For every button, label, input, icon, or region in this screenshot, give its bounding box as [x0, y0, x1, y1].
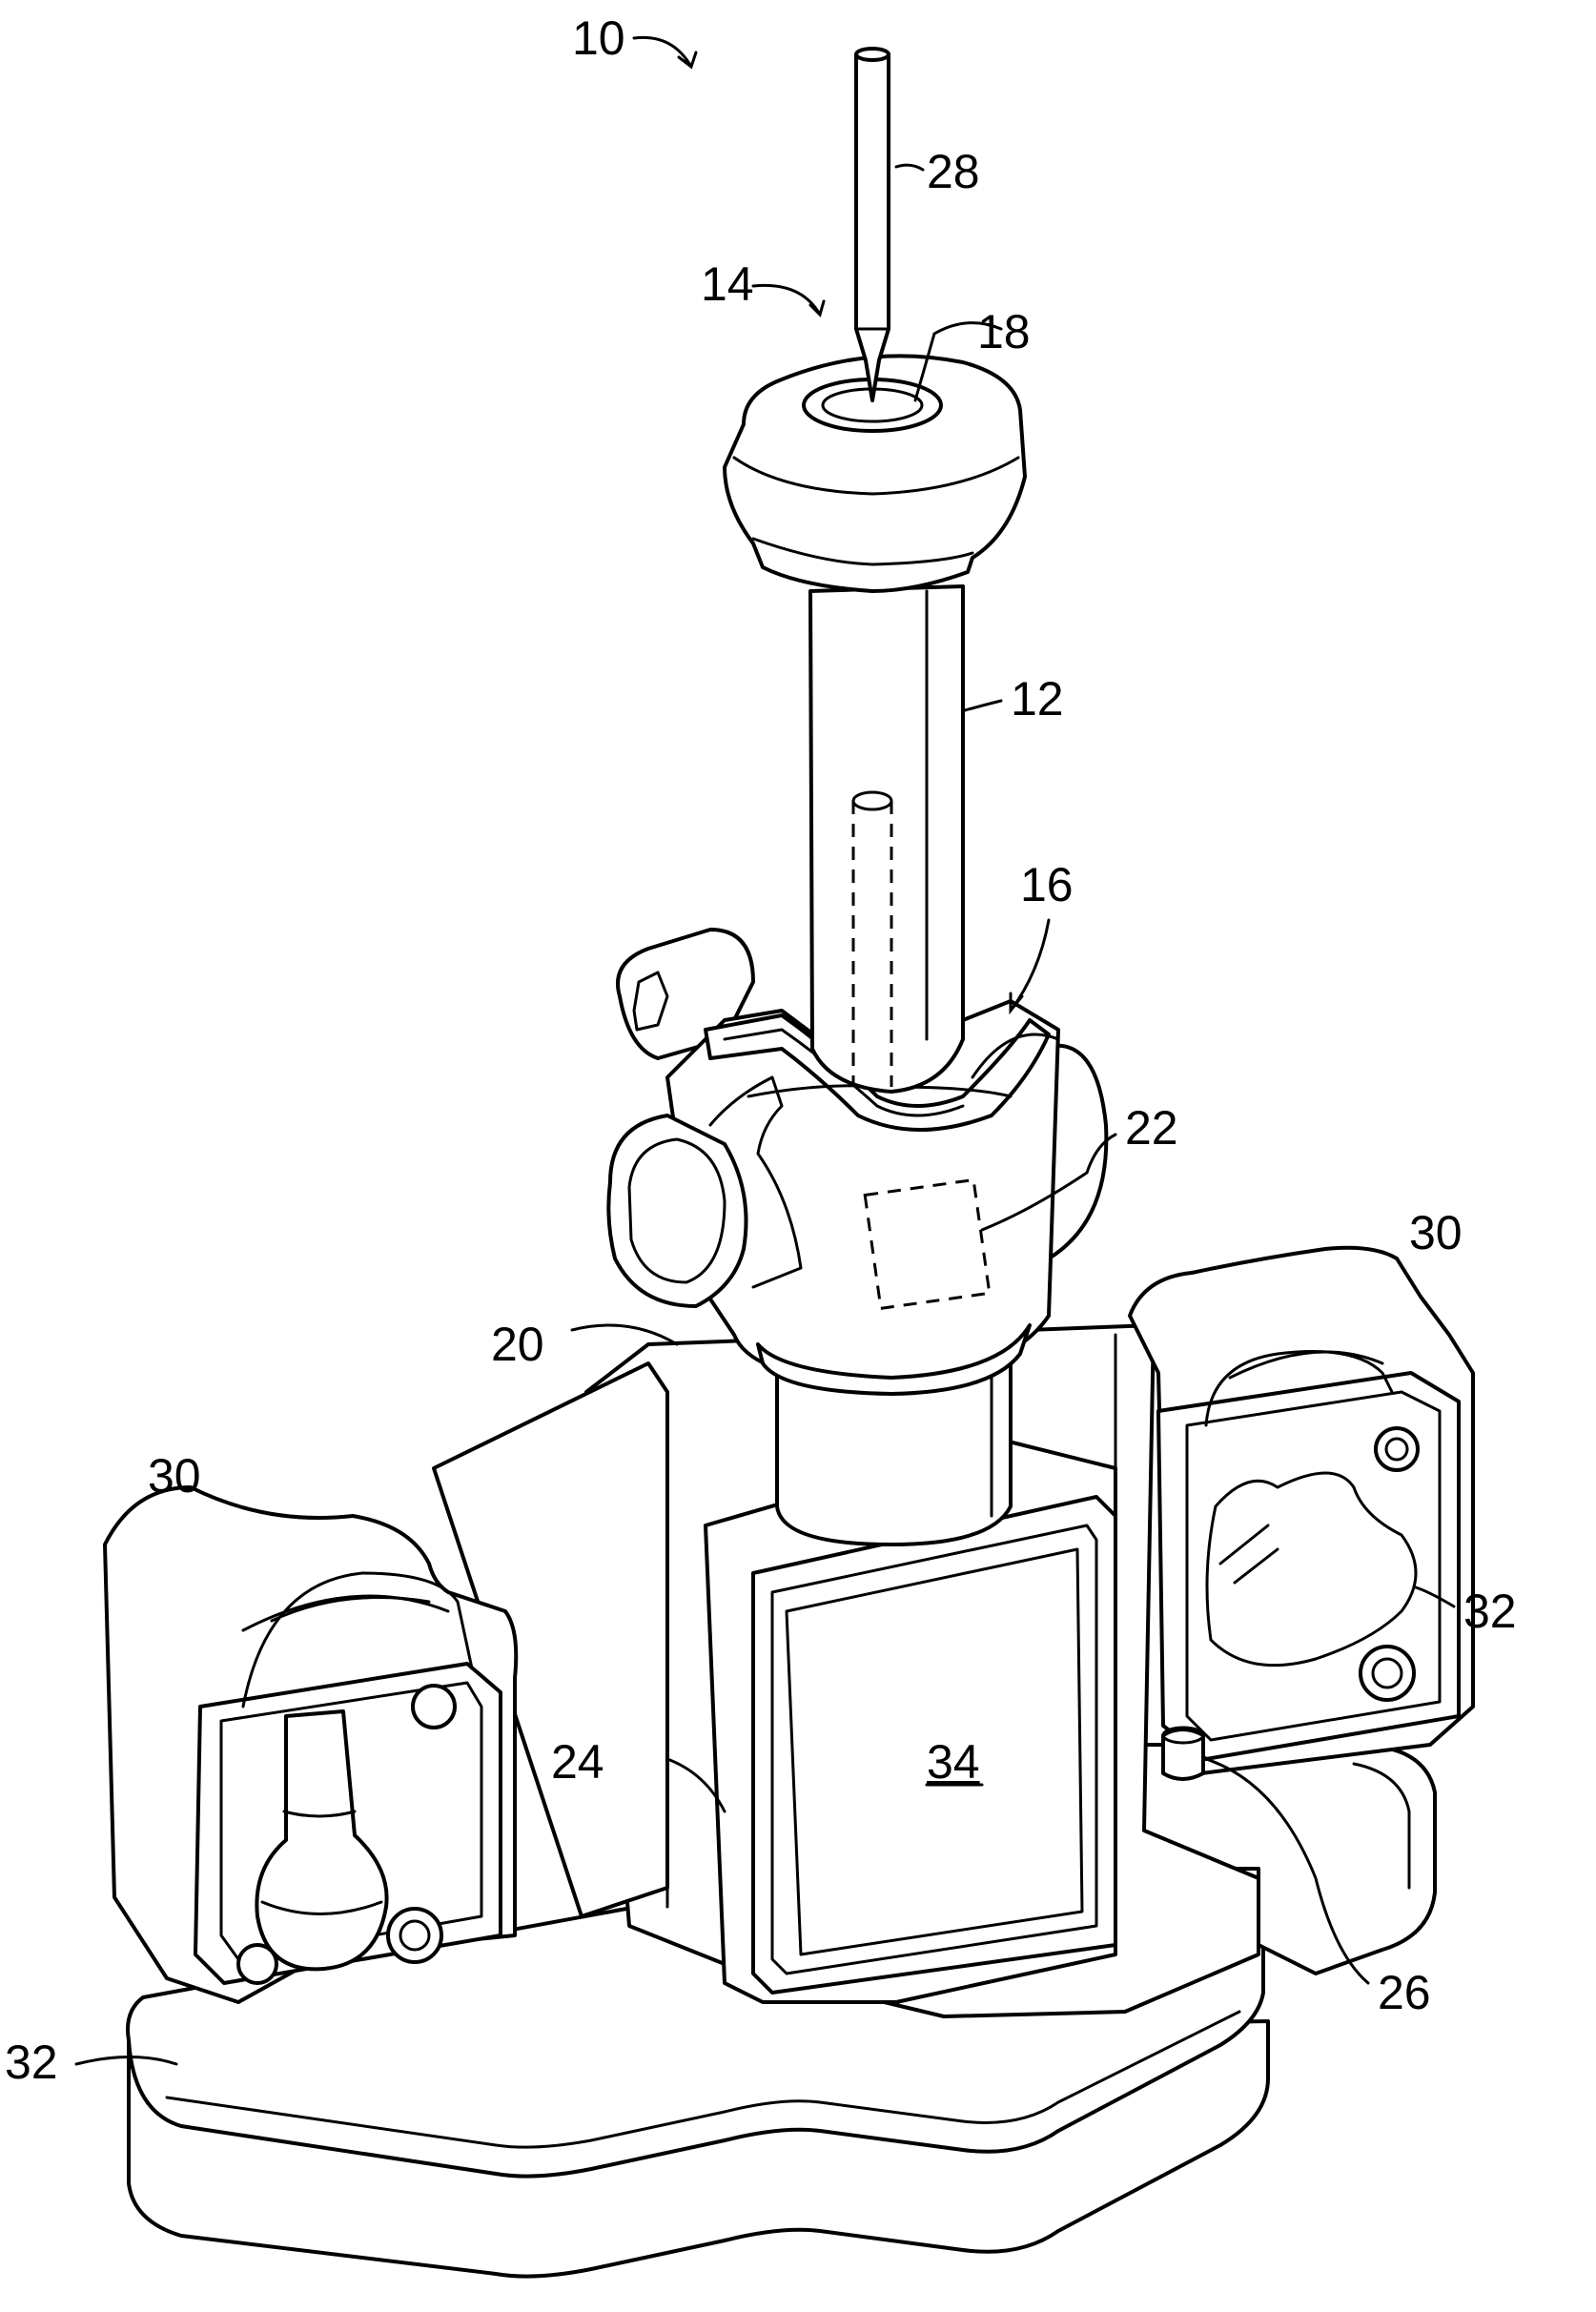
ref-12: 12: [1011, 672, 1064, 726]
right-device-housing: [1130, 1248, 1473, 1773]
ref-30-right: 30: [1409, 1206, 1463, 1259]
ref-16: 16: [1020, 858, 1074, 911]
cannula-tube: [810, 586, 963, 1092]
ref-22: 22: [1125, 1101, 1178, 1155]
ref-34: 34: [927, 1735, 980, 1789]
ref-30-left: 30: [148, 1449, 201, 1503]
ref-20: 20: [491, 1318, 544, 1371]
ref-26: 26: [1378, 1966, 1431, 2019]
ref-32-right: 32: [1463, 1585, 1517, 1638]
ref-10: 10: [572, 11, 625, 65]
ref-28: 28: [927, 145, 980, 198]
ref-24: 24: [551, 1735, 604, 1789]
ref-14: 14: [701, 257, 754, 311]
stylet-needle: [856, 49, 889, 400]
pin: [1163, 1728, 1203, 1779]
ref-32-left: 32: [5, 2036, 58, 2089]
ref-18: 18: [977, 305, 1031, 358]
